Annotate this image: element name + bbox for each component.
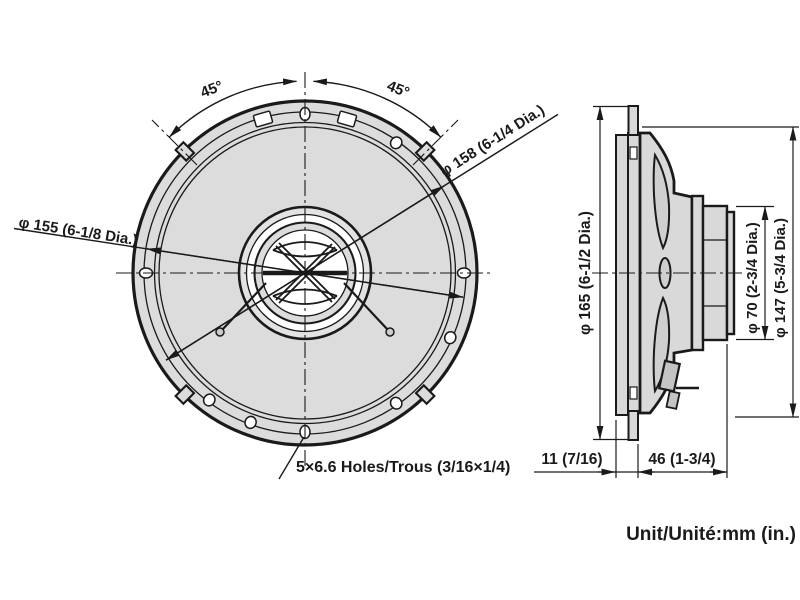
magnet-seams — [703, 239, 727, 307]
dim-165 — [593, 105, 629, 441]
label-dia-158: φ 158 (6-1/4 Dia.) — [437, 102, 547, 180]
label-dia-165: φ 165 (6-1/2 Dia.) — [577, 211, 594, 335]
flange-tab-top — [627, 105, 639, 136]
flange-tab-bottom — [627, 410, 639, 441]
label-dia-155: φ 155 (6-1/8 Dia.) — [18, 214, 139, 249]
label-dia-70: φ 70 (2-3/4 Dia.) — [744, 222, 761, 334]
mounting-holes — [138, 106, 472, 440]
side-view: φ 165 (6-1/2 Dia.) φ 70 (2-3/4 Dia.) φ 1… — [534, 105, 799, 478]
dim-depths — [534, 344, 728, 478]
label-dia-147: φ 147 (5-3/4 Dia.) — [772, 218, 789, 338]
dim-70 — [736, 205, 774, 341]
label-depth-46: 46 (1-3/4) — [648, 451, 715, 468]
rim-tab — [414, 383, 436, 406]
holes-leader-line — [278, 436, 305, 480]
basket-vents — [652, 152, 672, 394]
label-angle-right: 45° — [385, 78, 412, 102]
mounting-hole — [443, 331, 457, 345]
rim-tab — [414, 140, 436, 163]
mounting-hole — [389, 396, 403, 410]
tweeter-bridge-legs — [215, 282, 395, 337]
rim-tabs — [174, 140, 436, 406]
dim-147 — [642, 126, 799, 418]
dim-158 — [165, 113, 559, 361]
angle-dimension-arcs — [168, 78, 442, 138]
label-depth-11: 11 (7/16) — [541, 451, 602, 468]
front-view: 45° 45° φ 158 (6-1/4 Dia.) φ 155 (6-1/8 … — [13, 72, 559, 480]
flange-clip-bottom — [629, 386, 638, 400]
gasket — [615, 134, 629, 416]
mounting-hole — [202, 393, 216, 407]
dim-155 — [13, 227, 464, 299]
rim-tab — [174, 383, 196, 406]
label-angle-left: 45° — [198, 78, 225, 102]
flange-clip-top — [629, 146, 638, 160]
label-holes: 5×6.6 Holes/Trous (3/16×1/4) — [296, 459, 510, 476]
unit-note: Unit/Unité:mm (in.) — [626, 524, 796, 545]
mounting-hole — [389, 136, 403, 150]
mounting-hole — [244, 415, 257, 430]
terminal — [657, 359, 699, 410]
rim-tab — [174, 140, 196, 163]
